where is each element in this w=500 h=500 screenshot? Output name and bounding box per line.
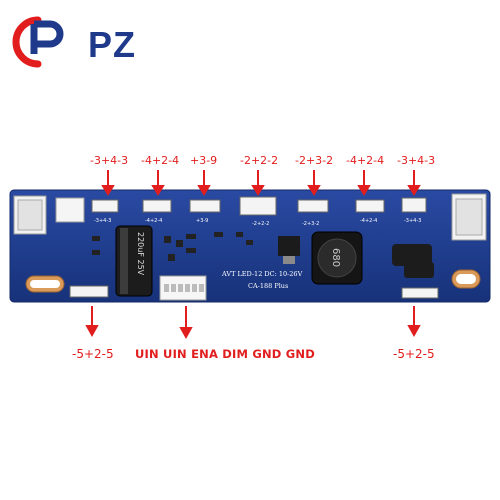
pin-labels: UIN UIN ENA DIM GND GND bbox=[135, 347, 315, 361]
connector-label: -4+2-4 bbox=[141, 154, 180, 167]
silk-label: -2+3-2 bbox=[302, 221, 319, 227]
inductor-label: 680 bbox=[330, 248, 341, 267]
silk-label: -3+4-3 bbox=[94, 218, 111, 224]
brand-logo: PZ bbox=[10, 14, 140, 68]
connector-label: +3-9 bbox=[190, 154, 218, 167]
model-line2: CA-188 Plus bbox=[248, 282, 288, 290]
logo-mark-icon bbox=[12, 16, 64, 68]
silk-label: -4+2-4 bbox=[360, 218, 377, 224]
connector-label: -2+2-2 bbox=[240, 154, 279, 167]
connector-label-bottom-right: -5+2-5 bbox=[393, 347, 435, 361]
silk-label: -2+2-2 bbox=[252, 221, 269, 227]
logo-text: PZ bbox=[88, 24, 137, 65]
capacitor-label: 220uF 25V bbox=[136, 232, 145, 276]
model-line1: AVT LED-12 DC: 10-26V bbox=[221, 270, 303, 278]
silk-label: -4+2-4 bbox=[145, 218, 162, 224]
silk-label: -3+4-3 bbox=[404, 218, 421, 224]
connector-label: -3+4-3 bbox=[397, 154, 436, 167]
silk-label: +3-9 bbox=[196, 218, 208, 224]
connector-label: -3+4-3 bbox=[90, 154, 129, 167]
connector-label: -2+3-2 bbox=[295, 154, 334, 167]
connector-label: -4+2-4 bbox=[346, 154, 385, 167]
connector-label-bottom-left: -5+2-5 bbox=[72, 347, 114, 361]
